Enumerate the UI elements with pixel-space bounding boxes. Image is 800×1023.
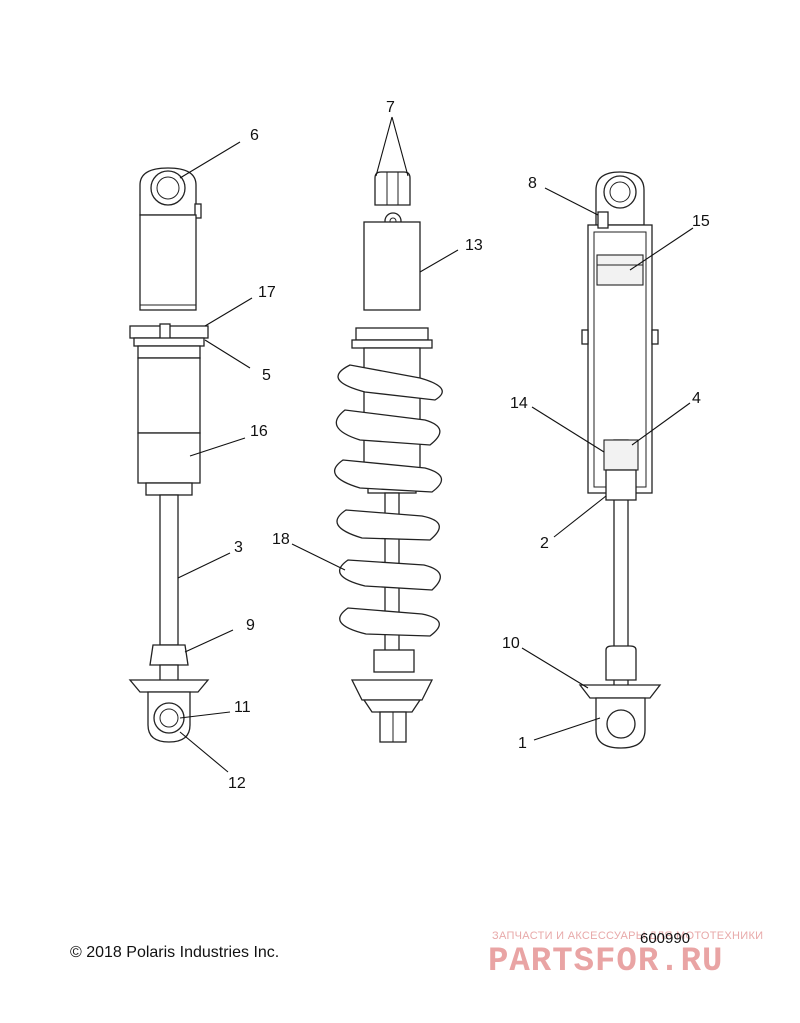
- left-shock: [128, 167, 210, 743]
- callout-15: 15: [692, 213, 710, 230]
- callout-11: 11: [234, 699, 251, 716]
- right-shock: [578, 171, 662, 749]
- callout-17: 17: [258, 284, 276, 301]
- callout-6: 6: [250, 127, 259, 144]
- callout-2: 2: [540, 535, 549, 552]
- figure-id: 600990: [640, 930, 691, 947]
- callout-16: 16: [250, 423, 268, 440]
- callout-13: 13: [465, 237, 483, 254]
- callout-5: 5: [262, 367, 271, 384]
- callout-1: 1: [518, 735, 527, 752]
- callout-8: 8: [528, 175, 537, 192]
- callout-3: 3: [234, 539, 243, 556]
- watermark-caption: ЗАПЧАСТИ И АКСЕССУАРЫ ДЛЯ МОТОТЕХНИКИ: [492, 930, 764, 942]
- callout-7: 7: [386, 99, 395, 116]
- watermark-logo: PARTSFOR.RU: [488, 943, 724, 981]
- callout-12: 12: [228, 775, 246, 792]
- copyright-notice: © 2018 Polaris Industries Inc.: [70, 944, 280, 961]
- callout-14: 14: [510, 395, 528, 412]
- callout-18: 18: [272, 531, 290, 548]
- center-shock: [333, 171, 443, 743]
- callout-4: 4: [692, 390, 701, 407]
- leader-lines: [177, 116, 694, 773]
- callout-numbers: 6 7 8 15 13 17 5 16 14 4 2 3 18 9 10 11 …: [228, 99, 710, 792]
- callout-9: 9: [246, 617, 255, 634]
- callout-10: 10: [502, 635, 520, 652]
